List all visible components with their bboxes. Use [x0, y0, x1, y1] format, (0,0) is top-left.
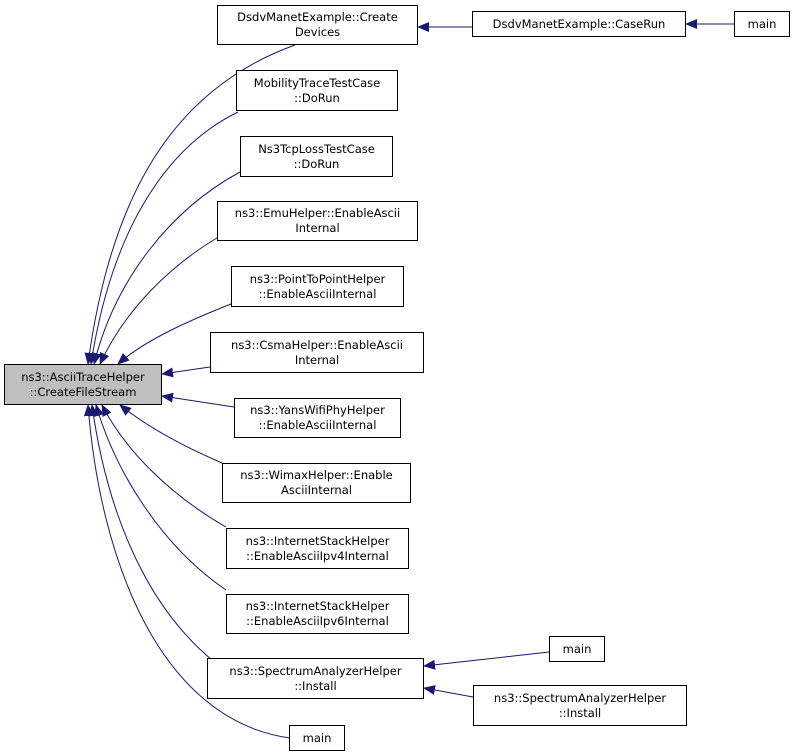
node-label: ::DoRun: [293, 156, 340, 171]
node-yans-wifi-phy-helper[interactable]: ns3::YansWifiPhyHelper ::EnableAsciiInte…: [234, 398, 401, 438]
edge-mobility: [87, 111, 239, 365]
edge-inet4: [101, 404, 227, 528]
node-label: ns3::InternetStackHelper: [245, 533, 390, 548]
node-label: main: [562, 641, 592, 656]
node-csma-helper[interactable]: ns3::CsmaHelper::EnableAscii Internal: [210, 332, 424, 373]
node-label: ns3::CsmaHelper::EnableAscii: [231, 337, 403, 352]
node-main-bottom[interactable]: main: [289, 725, 345, 751]
node-label: DsdvManetExample::CaseRun: [492, 16, 666, 31]
node-label: ns3::InternetStackHelper: [245, 599, 390, 613]
node-main-top[interactable]: main: [734, 11, 790, 37]
node-mobility-trace-test-case[interactable]: MobilityTraceTestCase ::DoRun: [236, 70, 398, 111]
node-label: ::DoRun: [294, 90, 340, 105]
node-main-right[interactable]: main: [549, 636, 605, 662]
node-label: MobilityTraceTestCase: [253, 75, 381, 90]
edge-spectrum: [88, 404, 213, 661]
node-label: ns3::PointToPointHelper: [249, 271, 386, 286]
edge-main-bottom: [83, 404, 291, 739]
edge-p2p: [117, 301, 237, 365]
node-label: ns3::SpectrumAnalyzerHelper: [493, 690, 667, 705]
edge-spectrum2-spectrum: [423, 685, 474, 698]
node-label: main: [747, 16, 777, 31]
node-label: ns3::AsciiTraceHelper: [21, 369, 145, 384]
edge-csma: [161, 366, 211, 378]
node-wimax-helper[interactable]: ns3::WimaxHelper::Enable AsciiInternal: [222, 463, 411, 503]
edge-main-spectrum: [423, 651, 550, 670]
node-label: ::EnableAsciiInternal: [258, 418, 377, 432]
node-label: Internal: [294, 352, 340, 367]
node-label: Internal: [295, 221, 340, 235]
node-spectrum-analyzer-helper-install-2[interactable]: ns3::SpectrumAnalyzerHelper ::Install: [473, 685, 687, 726]
node-emu-helper[interactable]: ns3::EmuHelper::EnableAscii Internal: [217, 201, 418, 241]
node-label: ::EnableAsciiIpv4Internal: [246, 548, 389, 563]
node-label: AsciiInternal: [281, 483, 352, 497]
node-label: Ns3TcpLossTestCase: [258, 141, 375, 156]
edge-wimax: [119, 404, 223, 464]
node-label: DsdvManetExample::Create: [237, 10, 398, 24]
node-label: ::EnableAsciiIpv6Internal: [246, 614, 389, 628]
node-ns3-tcp-loss-test-case[interactable]: Ns3TcpLossTestCase ::DoRun: [240, 136, 393, 177]
node-label: ns3::YansWifiPhyHelper: [250, 403, 385, 417]
edge-yans: [161, 392, 235, 408]
edge-inet6: [94, 404, 227, 591]
node-label: ::Install: [558, 705, 602, 720]
node-label: ns3::WimaxHelper::Enable: [240, 468, 393, 482]
edge-dsdv-create: [84, 44, 296, 365]
node-internet-stack-helper-ipv6[interactable]: ns3::InternetStackHelper ::EnableAsciiIp…: [226, 594, 409, 634]
node-point-to-point-helper[interactable]: ns3::PointToPointHelper ::EnableAsciiInt…: [231, 266, 404, 307]
node-label: ns3::EmuHelper::EnableAscii: [234, 206, 401, 220]
node-label: ::Install: [294, 678, 337, 693]
node-ascii-trace-helper-create-file-stream[interactable]: ns3::AsciiTraceHelper ::CreateFileStream: [4, 364, 162, 405]
node-internet-stack-helper-ipv4[interactable]: ns3::InternetStackHelper ::EnableAsciiIp…: [226, 528, 409, 569]
node-label: main: [302, 730, 332, 745]
node-label: Devices: [294, 25, 341, 39]
node-dsdv-create-devices[interactable]: DsdvManetExample::Create Devices: [217, 5, 418, 45]
node-label: ::EnableAsciiInternal: [258, 286, 377, 301]
edge-tcploss: [91, 171, 241, 365]
node-spectrum-analyzer-helper-install[interactable]: ns3::SpectrumAnalyzerHelper ::Install: [207, 658, 424, 699]
node-label: ::CreateFileStream: [29, 384, 137, 399]
node-label: ns3::SpectrumAnalyzerHelper: [229, 663, 402, 678]
edge-emu: [99, 234, 223, 365]
node-dsdv-case-run[interactable]: DsdvManetExample::CaseRun: [472, 11, 686, 37]
